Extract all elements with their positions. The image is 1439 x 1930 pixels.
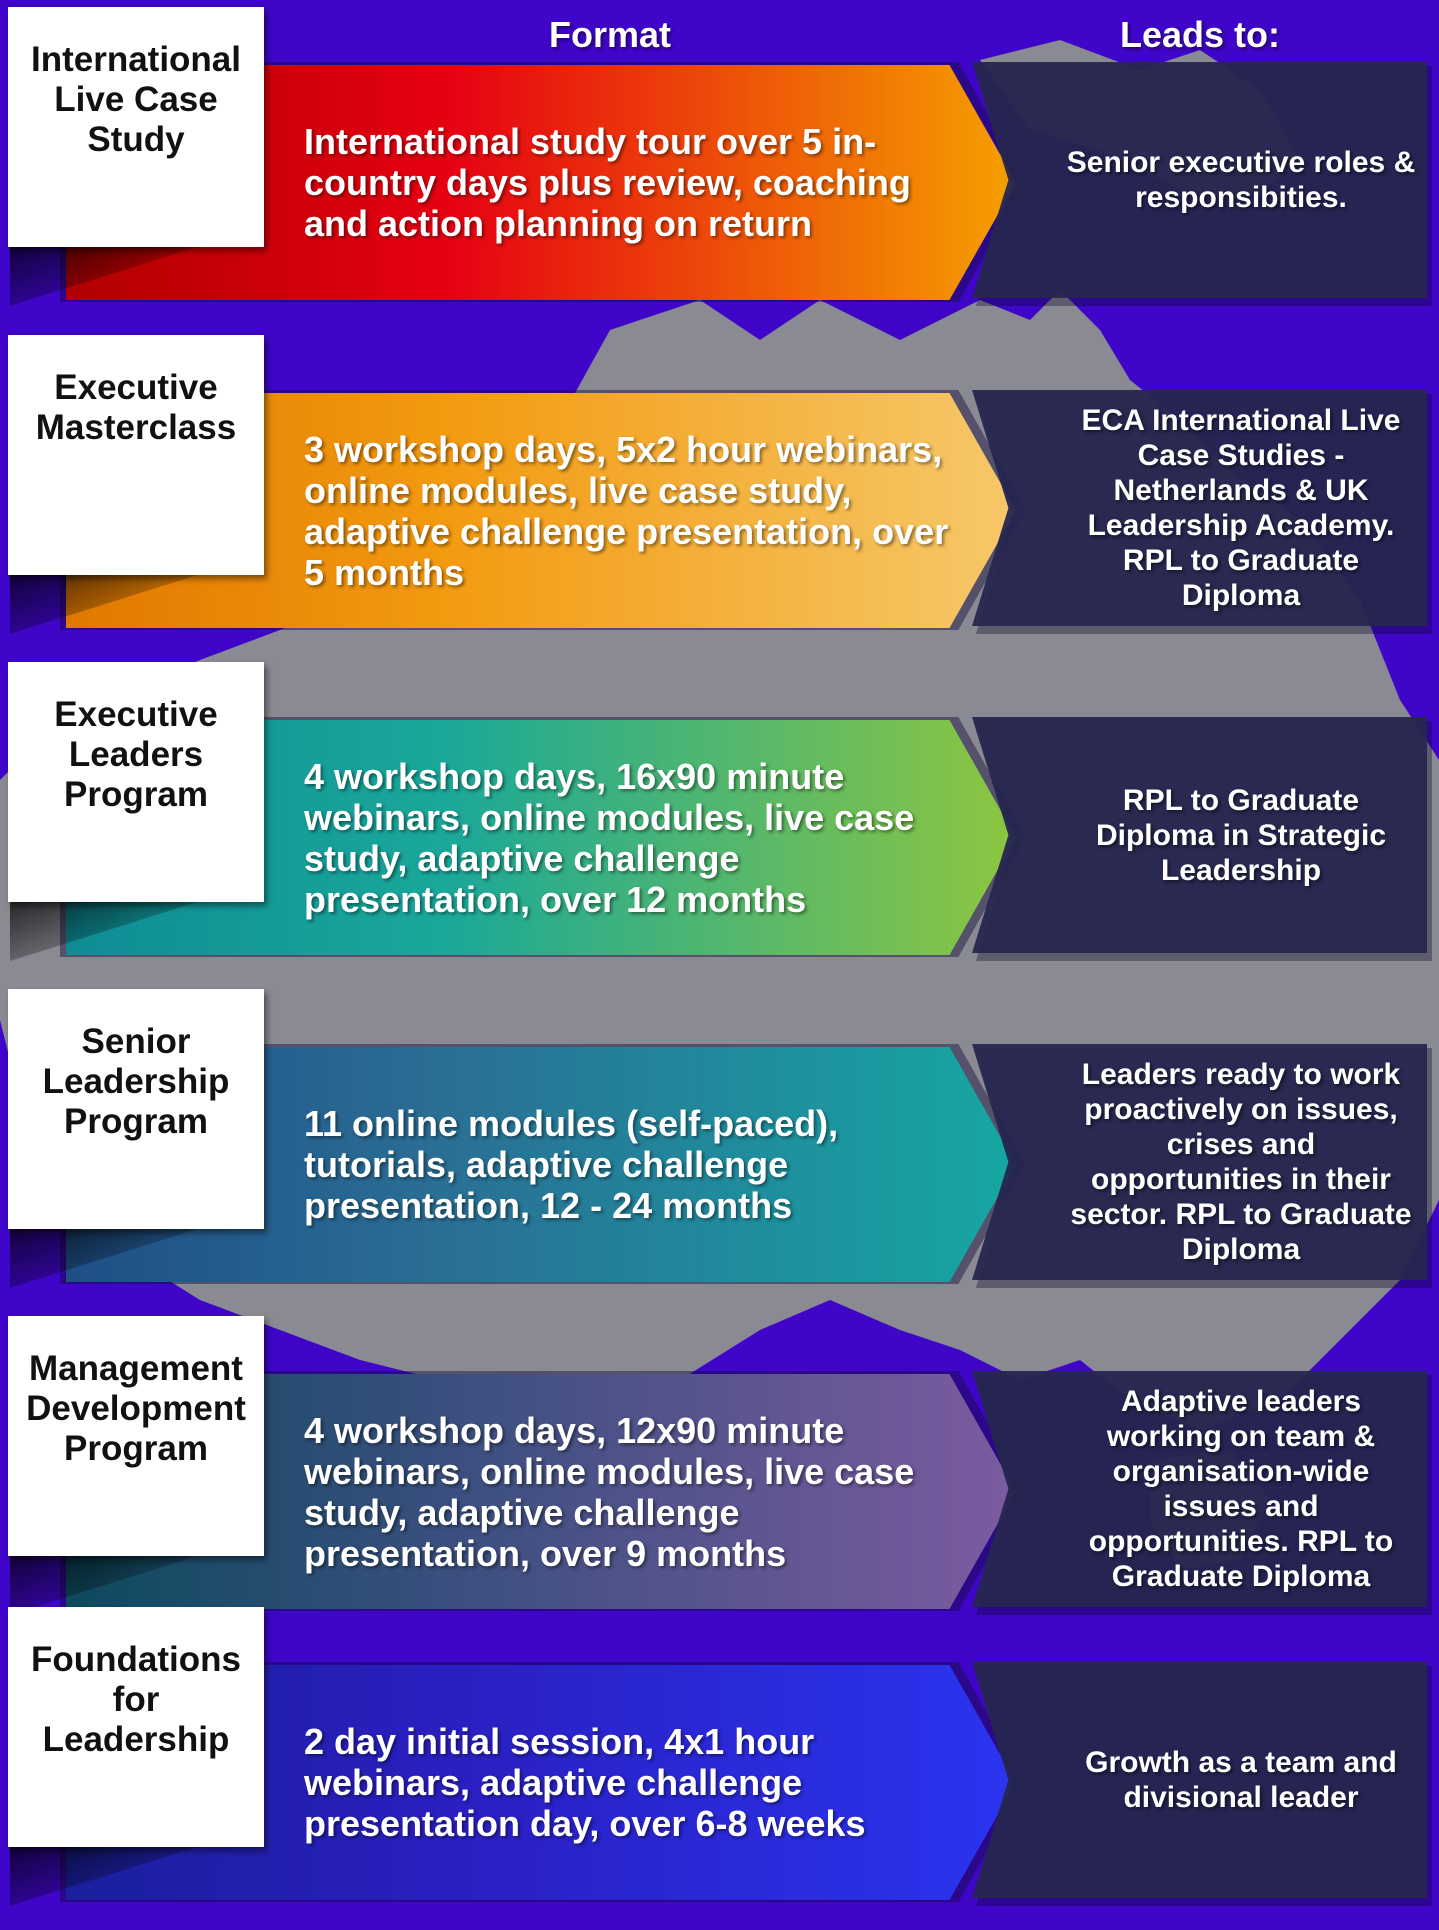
format-text: 11 online modules (self-paced), tutorial…: [304, 1103, 839, 1226]
format-text: 2 day initial session, 4x1 hour webinars…: [304, 1721, 866, 1844]
leads-to-text: Growth as a team and divisional leader: [1085, 1746, 1397, 1814]
program-row: 2 day initial session, 4x1 hour webinars…: [0, 1600, 1439, 1930]
leads-to-text: Leaders ready to work proactively on iss…: [1070, 1058, 1412, 1266]
leads-to-chevron: [972, 717, 1427, 953]
format-text: International study tour over 5 in- coun…: [304, 121, 911, 244]
format-text: 3 workshop days, 5x2 hour webinars, onli…: [304, 428, 949, 593]
format-text: 4 workshop days, 12x90 minute webinars, …: [304, 1409, 915, 1574]
program-title: Management Development Program: [26, 1349, 246, 1468]
program-title: Foundations for Leadership: [31, 1640, 241, 1759]
leads-to-text: ECA International Live Case Studies - Ne…: [1081, 404, 1401, 612]
leads-to-chevron: [972, 390, 1427, 626]
program-title-box: [8, 335, 264, 575]
format-header: Format: [548, 14, 671, 55]
program-row: 4 workshop days, 12x90 minute webinars, …: [0, 1309, 1439, 1639]
leads-to-text: Adaptive leaders working on team & organ…: [1088, 1385, 1394, 1593]
program-title-box: [8, 7, 264, 247]
program-title: International Live Case Study: [30, 40, 242, 159]
program-title: Executive Leaders Program: [54, 695, 218, 814]
program-title-box: [8, 1316, 264, 1556]
leads-to-chevron: [972, 1044, 1427, 1280]
program-row: 11 online modules (self-paced), tutorial…: [0, 982, 1439, 1312]
program-title-box: [8, 1607, 264, 1847]
program-row: 4 workshop days, 16x90 minute webinars, …: [0, 655, 1439, 985]
program-row: International study tour over 5 in- coun…: [0, 0, 1439, 330]
program-title: Senior Leadership Program: [42, 1022, 230, 1141]
program-row: 3 workshop days, 5x2 hour webinars, onli…: [0, 328, 1439, 658]
leads-to-header: Leads to:: [1119, 14, 1280, 55]
leads-to-chevron: [972, 62, 1427, 298]
program-title: Executive Masterclass: [35, 368, 237, 447]
format-text: 4 workshop days, 16x90 minute webinars, …: [304, 755, 915, 920]
program-title-box: [8, 989, 264, 1229]
leads-to-chevron: [972, 1371, 1427, 1607]
leads-to-text: RPL to Graduate Diploma in Strategic Lea…: [1095, 783, 1387, 887]
leads-to-text: Senior executive roles & responsibities.: [1066, 146, 1416, 214]
leads-to-chevron: [972, 1662, 1427, 1898]
program-title-box: [8, 662, 264, 902]
